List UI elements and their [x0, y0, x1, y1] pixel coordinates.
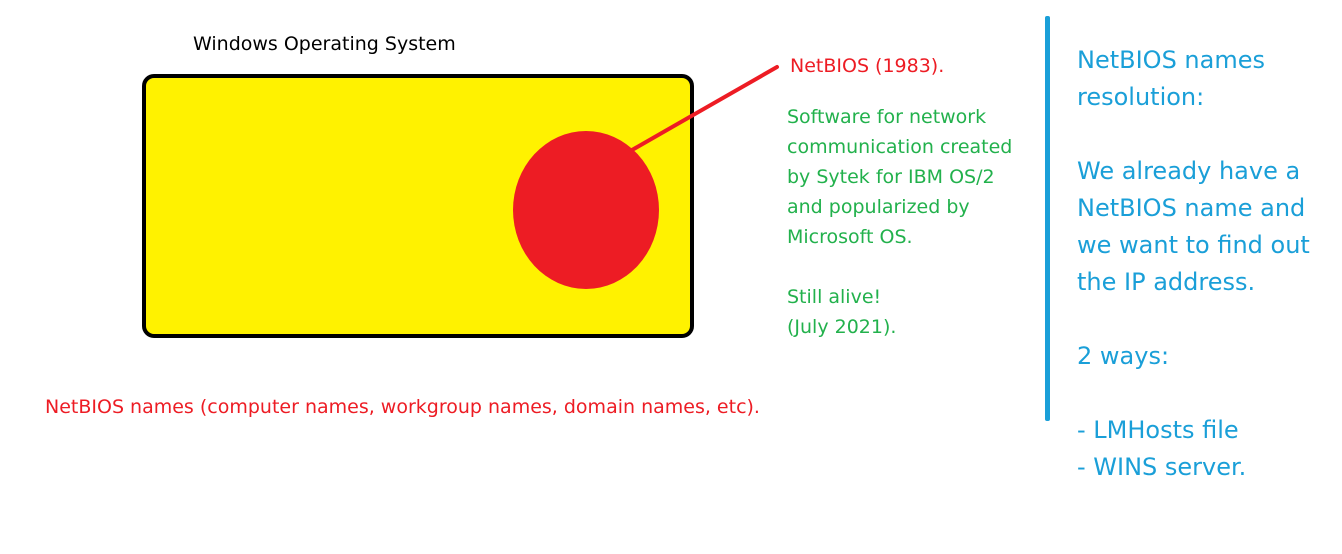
- ways-title: 2 ways:: [1077, 342, 1170, 370]
- way-item: - LMHosts file: [1077, 416, 1239, 444]
- status-line: Still alive!: [787, 286, 882, 308]
- way-item: - WINS server.: [1077, 453, 1247, 481]
- description-line: Microsoft OS.: [787, 226, 913, 248]
- netbios-circle: [513, 131, 659, 289]
- description-line: Software for network: [787, 106, 987, 128]
- vertical-divider: [1045, 16, 1050, 421]
- panel-body-line: the IP address.: [1077, 268, 1256, 296]
- netbios-label: NetBIOS (1983).: [790, 55, 945, 77]
- panel-body-line: NetBIOS name and: [1077, 194, 1306, 222]
- panel-heading: NetBIOS names: [1077, 46, 1265, 74]
- connector-line: [630, 65, 779, 152]
- spacer: [1077, 116, 1310, 153]
- spacer: [787, 252, 1012, 282]
- spacer: [1077, 375, 1310, 412]
- description-line: communication created: [787, 136, 1013, 158]
- description-line: and popularized by: [787, 196, 970, 218]
- panel-body-line: we want to find out: [1077, 231, 1310, 259]
- spacer: [1077, 301, 1310, 338]
- panel-body-line: We already have a: [1077, 157, 1301, 185]
- netbios-description: Software for network communication creat…: [787, 102, 1012, 342]
- netbios-names-note: NetBIOS names (computer names, workgroup…: [45, 396, 760, 418]
- description-line: by Sytek for IBM OS/2: [787, 166, 995, 188]
- status-line: (July 2021).: [787, 316, 897, 338]
- os-title: Windows Operating System: [193, 33, 456, 55]
- resolution-panel: NetBIOS names resolution: We already hav…: [1077, 42, 1310, 486]
- panel-heading: resolution:: [1077, 83, 1205, 111]
